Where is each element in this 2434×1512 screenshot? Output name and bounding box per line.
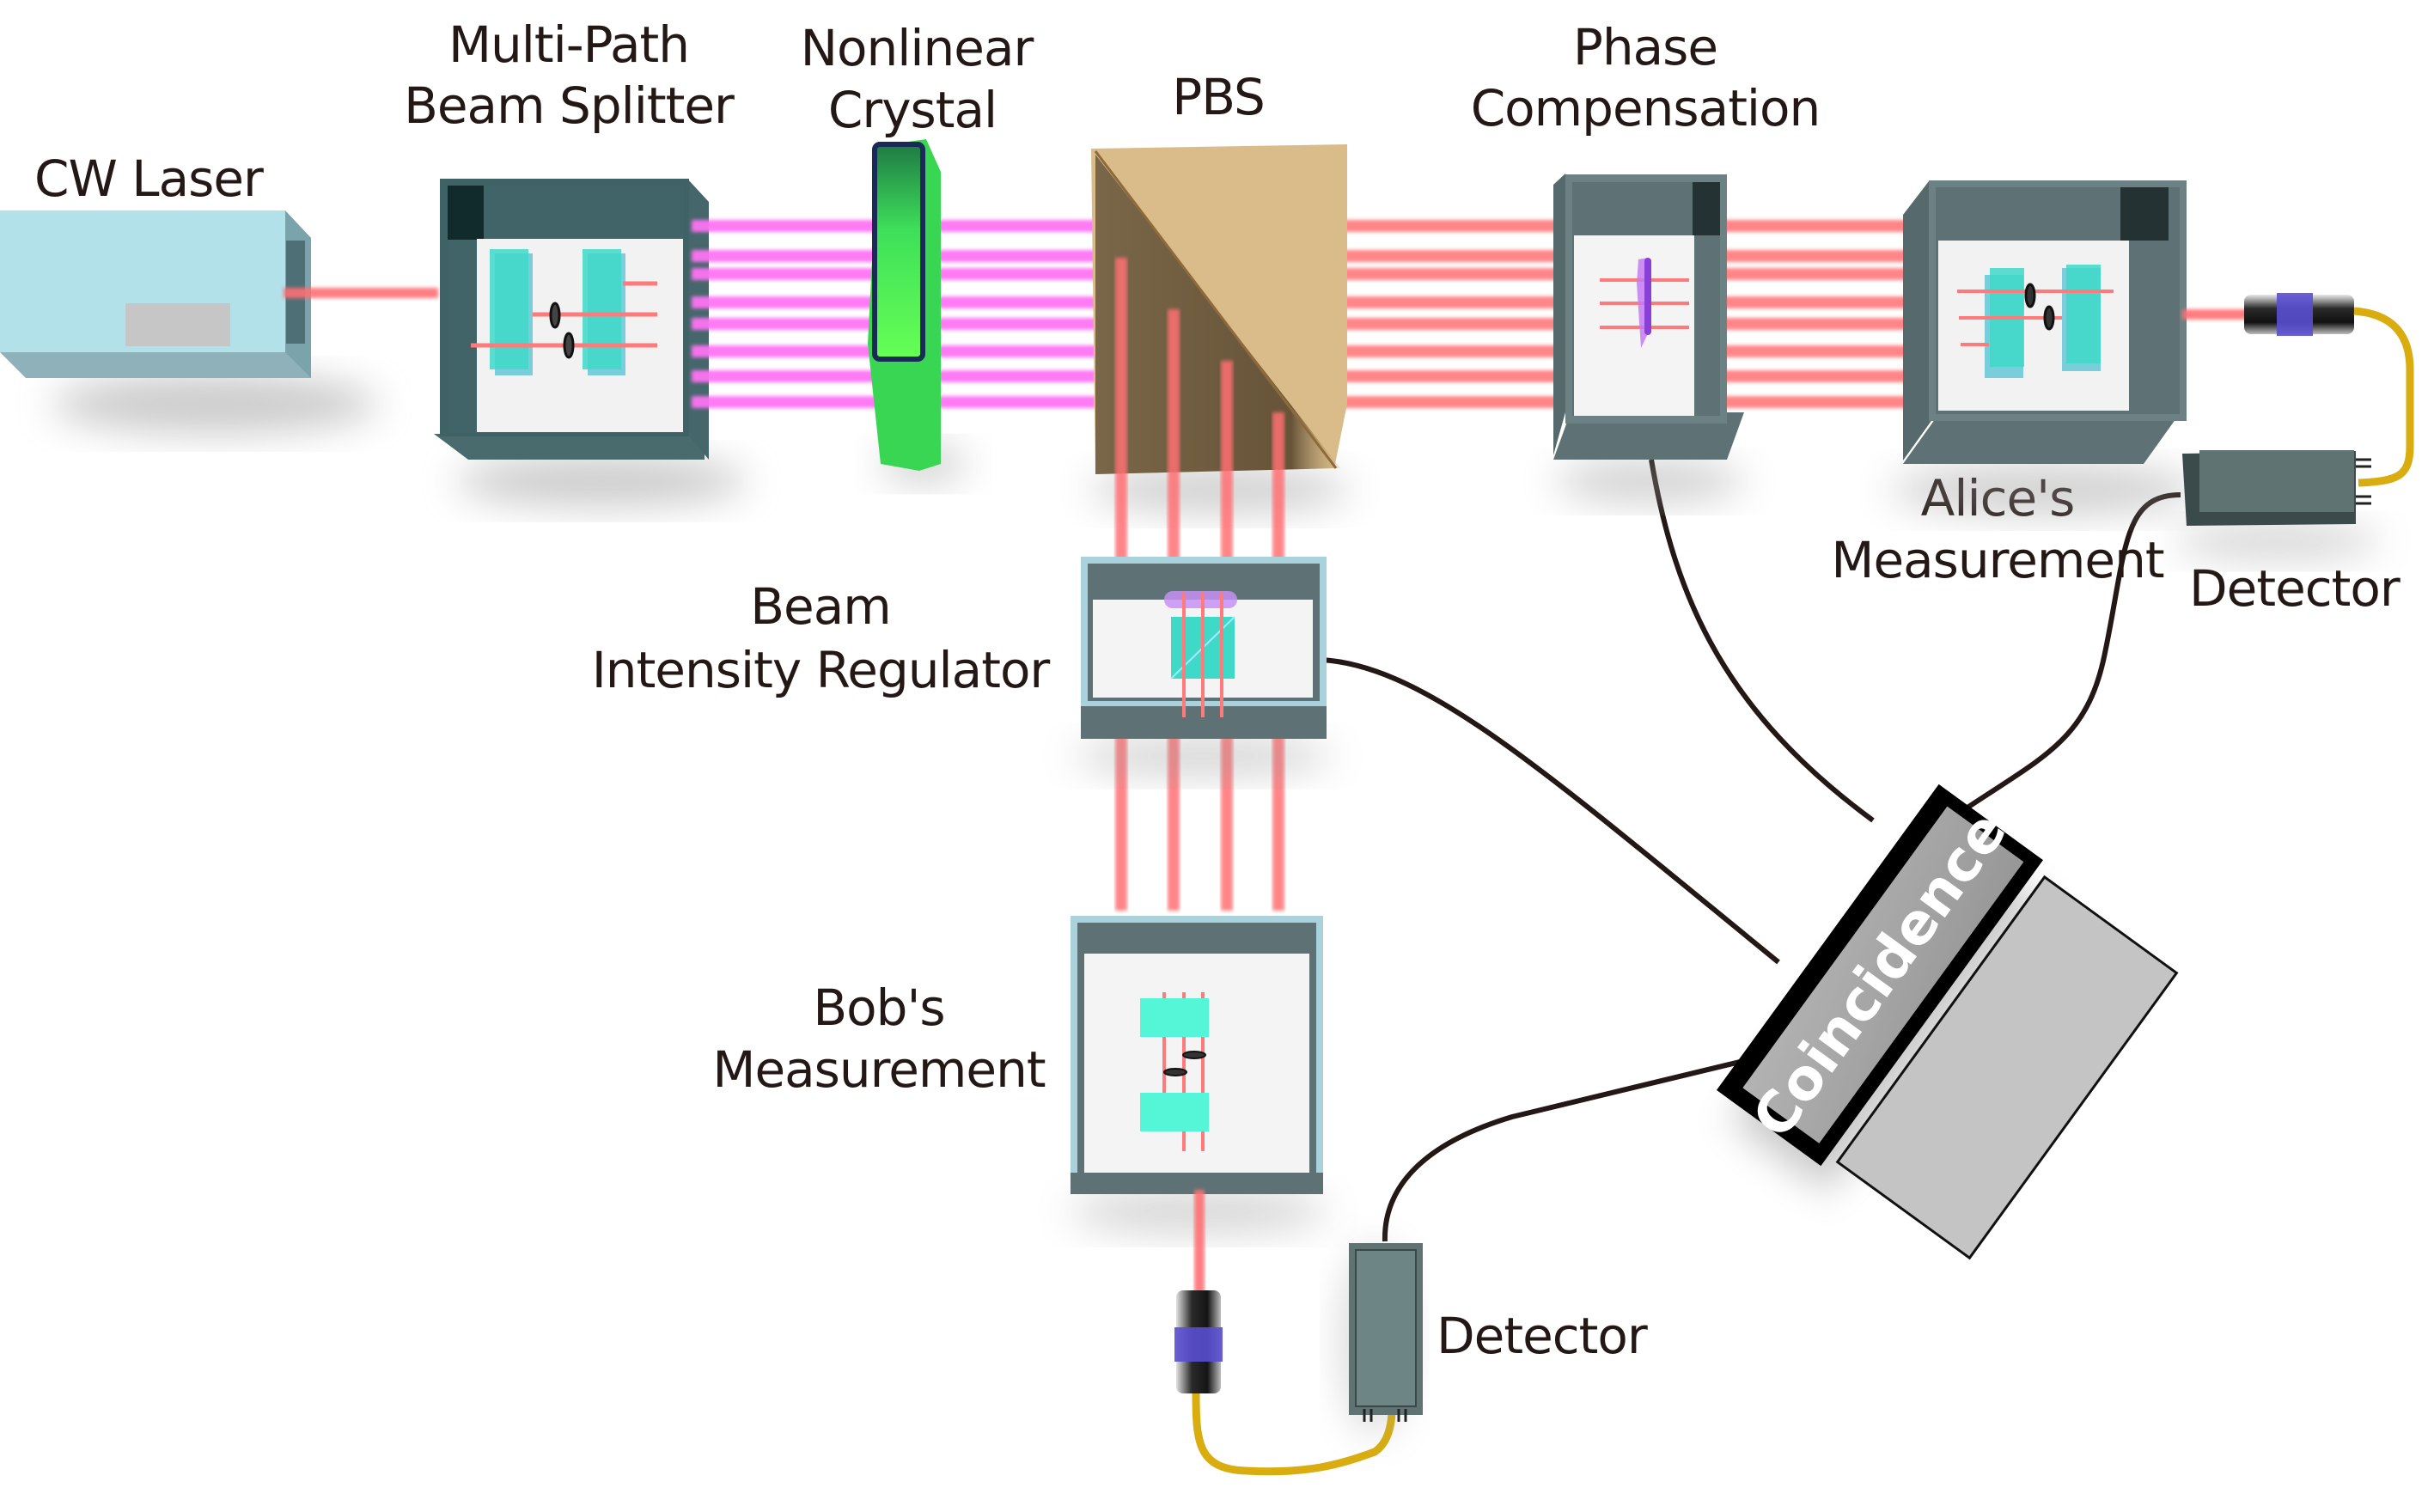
cw-laser-shadow — [52, 374, 378, 434]
mpbs-beam-displacer-right — [583, 249, 621, 369]
alice-detector-body — [2199, 450, 2354, 512]
mpbs-waveplate-1 — [549, 302, 561, 329]
alice-measurement-label-line2: Measurement — [1831, 531, 2163, 589]
bir-shadow — [1074, 735, 1332, 777]
bob-coupler-ring — [1174, 1327, 1223, 1362]
cw-laser-label: CW Laser — [34, 149, 264, 208]
alice-coupler-ring — [2277, 293, 2313, 336]
beam-intensity-regulator-label-line2: Intensity Regulator — [592, 641, 1051, 699]
bob-floor — [1084, 954, 1309, 1186]
bob-measurement-label-line2: Measurement — [712, 1040, 1045, 1099]
alice-output-beam — [2182, 309, 2260, 320]
phase-compensation-label-line2: Compensation — [1471, 79, 1821, 137]
mpbs-bottom-face — [434, 434, 705, 460]
beam-intensity-regulator — [1074, 557, 1332, 777]
phase-shadow — [1555, 460, 1744, 503]
bob-detector-top — [1355, 1249, 1417, 1407]
bob-fiber-coupler — [1174, 1290, 1223, 1393]
alice-shadow — [1890, 464, 2199, 515]
phase-compensation — [1553, 174, 1744, 503]
pbs-diagonal-interface — [1094, 150, 1338, 469]
alice-waveplate-2 — [2043, 305, 2055, 331]
bob-output-beam — [1194, 1190, 1205, 1293]
alice-corner — [2120, 187, 2169, 241]
cw-laser-label-plate — [125, 303, 230, 346]
coincidence-base — [1835, 875, 2179, 1260]
alice-beam-displacer-right — [2066, 265, 2101, 363]
nonlinear-crystal — [868, 139, 967, 483]
alice-fiber — [2353, 307, 2414, 487]
bob-detector-heatsink — [1363, 1409, 1407, 1422]
phase-plate-edge — [1644, 258, 1651, 335]
polarizing-beam-splitter — [1091, 144, 1349, 514]
bob-measurement — [1070, 916, 1327, 1234]
bob-beam-displacer-top — [1140, 998, 1209, 1037]
cable-bob-detector-to-coincidence — [1382, 1054, 1762, 1242]
bir-internal-beams — [1182, 593, 1223, 717]
phase-left-face — [1553, 174, 1565, 455]
bob-detector-label: Detector — [1437, 1307, 1648, 1365]
multi-path-beam-splitter — [434, 179, 747, 507]
cable-bir-to-coincidence — [1321, 657, 1780, 965]
pbs-label: PBS — [1172, 68, 1265, 126]
cable-phase-to-coincidence — [1649, 459, 1875, 823]
bob-waveplate-1 — [1182, 1051, 1206, 1059]
labels: CW Laser Multi-Path Beam Splitter Nonlin… — [34, 15, 2401, 1365]
multi-path-bs-label-line2: Beam Splitter — [404, 76, 735, 135]
coincidence-display — [1742, 806, 2024, 1143]
pump-beam-input — [284, 288, 438, 298]
phase-compensation-label-line1: Phase — [1573, 18, 1717, 76]
coincidence-counter: Coincidence — [1717, 783, 2179, 1260]
mpbs-shadow — [455, 455, 747, 507]
crystal-face — [872, 142, 925, 362]
mpbs-beam-displacer-left — [490, 249, 528, 369]
alice-detector-label: Detector — [2189, 559, 2400, 618]
beam-intensity-regulator-label-line1: Beam — [750, 577, 891, 636]
alice-detector — [2174, 450, 2380, 560]
alice-waveplate-1 — [2024, 283, 2036, 308]
alice-detector-heatsink — [2356, 458, 2371, 505]
mpbs-corner — [448, 186, 484, 240]
mpbs-waveplate-2 — [563, 332, 575, 359]
phase-bottom-face — [1553, 412, 1744, 460]
nonlinear-crystal-label-line1: Nonlinear — [801, 19, 1034, 77]
alice-detector-shadow — [2174, 522, 2380, 560]
bob-measurement-label-line1: Bob's — [813, 979, 944, 1037]
bob-detector — [1340, 1243, 1423, 1435]
cable-alice-detector-to-coincidence — [1966, 492, 2181, 810]
signal-cables — [1321, 459, 2181, 1242]
alice-measurement — [1890, 180, 2199, 515]
bir-waveplate — [1164, 591, 1237, 608]
alice-fiber-coupler — [2244, 293, 2354, 336]
bob-waveplate-2 — [1163, 1068, 1187, 1076]
bob-fiber — [1192, 1393, 1396, 1476]
nonlinear-crystal-label-line2: Crystal — [828, 81, 997, 139]
bob-beam-displacer-bottom — [1140, 1093, 1209, 1131]
multi-path-bs-label-line1: Multi-Path — [448, 15, 689, 74]
cw-laser — [0, 210, 378, 434]
phase-corner — [1693, 182, 1720, 235]
